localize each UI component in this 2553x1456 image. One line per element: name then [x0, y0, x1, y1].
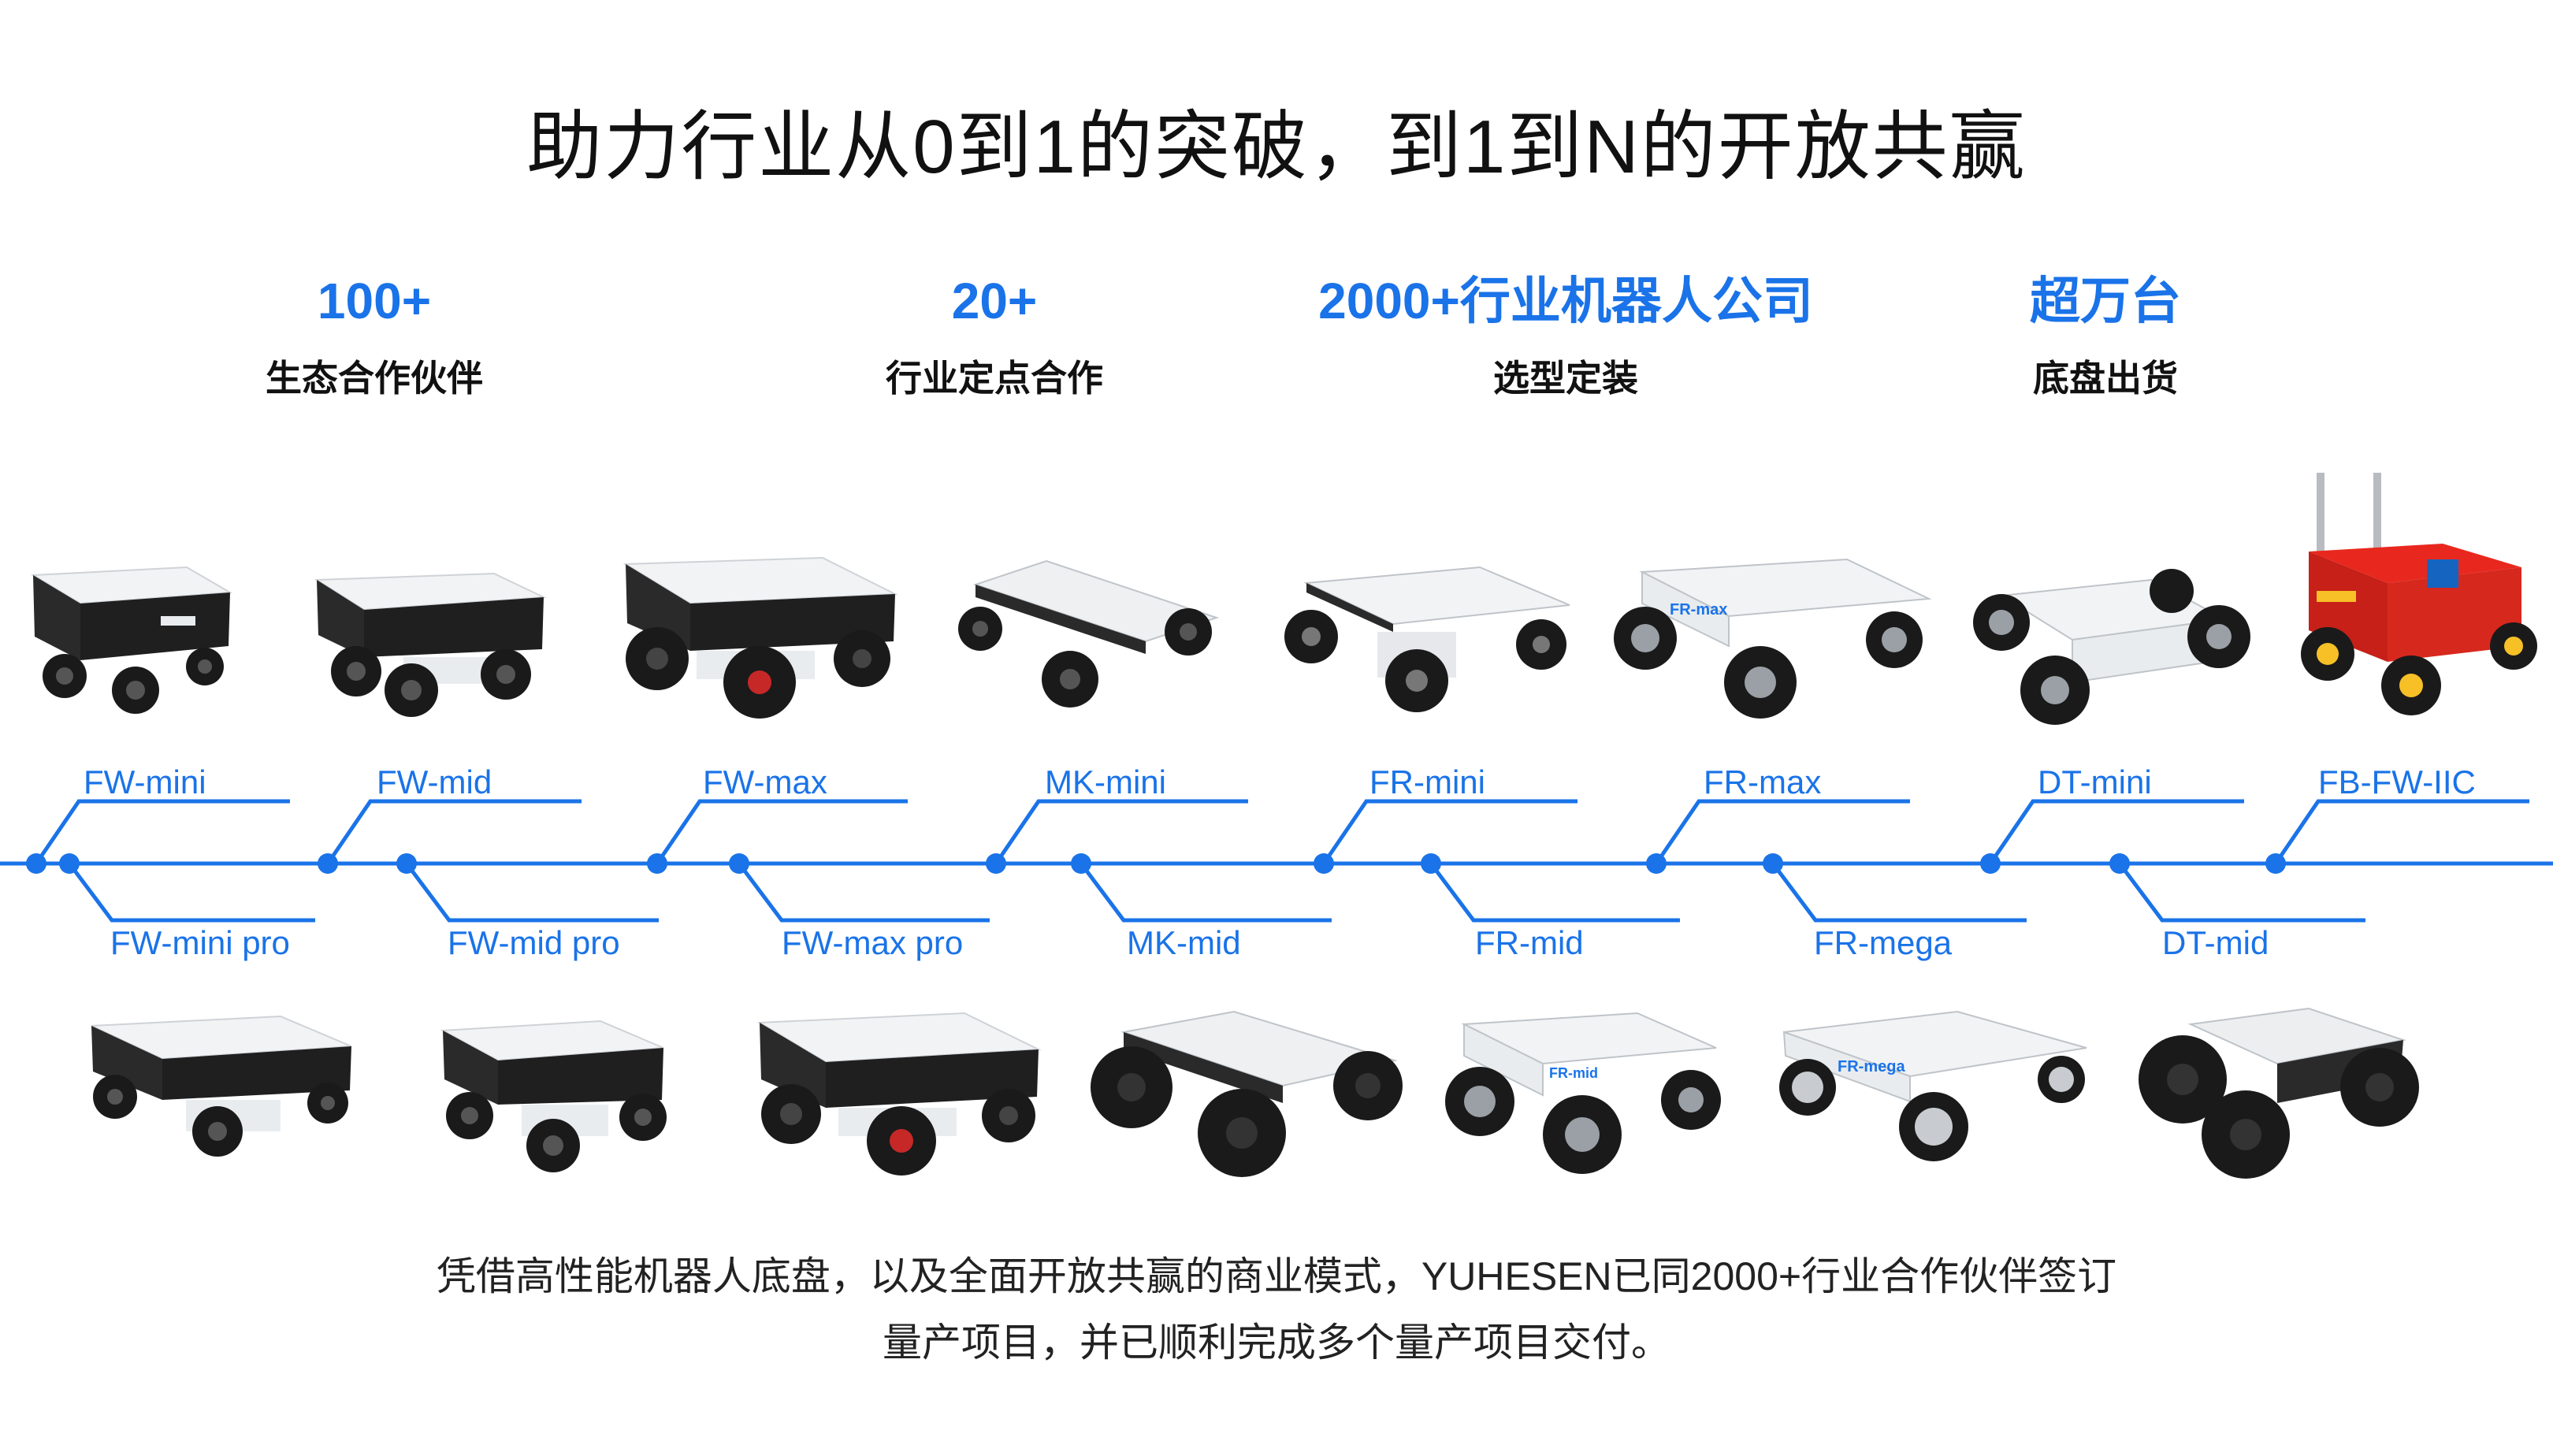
- stat-shipments: 超万台 底盘出货: [1830, 268, 2381, 402]
- model-label-fr-mid: FR-mid: [1475, 924, 1584, 961]
- model-label-mk-mid: MK-mid: [1127, 924, 1241, 961]
- stat-companies: 2000+行业机器人公司 选型定装: [1290, 268, 1841, 402]
- timeline-node: [396, 853, 417, 874]
- stat-partners: 100+ 生态合作伙伴: [98, 268, 650, 402]
- branch-dt-mid: [2118, 862, 2365, 923]
- branch-fb-fw-iic: [2273, 799, 2529, 865]
- model-label-dt-mid: DT-mid: [2162, 924, 2269, 961]
- stat-value: 100+: [317, 273, 432, 329]
- branch-fw-mini-pro: [68, 862, 315, 923]
- model-label-fr-mini: FR-mini: [1369, 763, 1485, 800]
- branch-fr-max: [1654, 799, 1910, 865]
- model-label-mk-mini: MK-mini: [1045, 763, 1166, 800]
- timeline-node: [647, 853, 667, 874]
- robot-fw-mini-image: [30, 566, 233, 714]
- timeline-node: [986, 853, 1006, 874]
- stat-value: 2000+行业机器人公司: [1318, 273, 1813, 329]
- model-label-fw-mini: FW-mini: [84, 763, 206, 800]
- robot-mk-mid-image: [1091, 1010, 1403, 1177]
- page-title: 助力行业从0到1的突破，到1到N的开放共赢: [526, 105, 2027, 189]
- timeline-node: [1314, 853, 1334, 874]
- branch-fw-mid: [325, 799, 582, 865]
- branch-fw-max: [655, 799, 908, 865]
- robot-fw-max-image: [622, 556, 898, 719]
- robot-dt-mini-image: [1973, 569, 2250, 725]
- model-label-fw-max-pro: FW-max pro: [782, 924, 964, 961]
- fr-mid-badge: FR-mid: [1549, 1065, 1598, 1081]
- stat-label: 底盘出货: [2033, 358, 2178, 399]
- stat-value: 超万台: [2030, 273, 2181, 329]
- robot-fr-mega-image: FR-mega: [1779, 1010, 2087, 1161]
- branch-fr-mini: [1321, 799, 1578, 865]
- timeline-node: [2109, 853, 2130, 874]
- fr-mega-badge: FR-mega: [1838, 1058, 1905, 1075]
- robot-fr-mini-image: [1284, 566, 1570, 712]
- robot-dt-mid-image: [2139, 1007, 2419, 1179]
- branch-dt-mini: [1988, 799, 2244, 865]
- branch-fw-mid-pro: [405, 862, 659, 923]
- stat-value: 20+: [951, 273, 1038, 329]
- model-label-dt-mini: DT-mini: [2038, 763, 2152, 800]
- timeline-node: [1763, 853, 1783, 874]
- branch-fr-mid: [1429, 862, 1680, 923]
- model-label-fb-fw-iic: FB-FW-IIC: [2318, 763, 2476, 800]
- timeline-node: [729, 853, 749, 874]
- timeline-node: [1421, 853, 1441, 874]
- model-label-fw-mini-pro: FW-mini pro: [110, 924, 290, 961]
- timeline-node: [59, 853, 80, 874]
- footer-line-1: 凭借高性能机器人底盘，以及全面开放共赢的商业模式，YUHESEN已同2000+行…: [436, 1254, 2117, 1298]
- stat-label: 选型定装: [1493, 358, 1638, 399]
- model-label-fr-max: FR-max: [1704, 763, 1822, 800]
- footer-line-2: 量产项目，并已顺利完成多个量产项目交付。: [883, 1320, 1670, 1365]
- timeline-node: [1071, 853, 1091, 874]
- robot-fw-mid-pro-image: [440, 1020, 667, 1172]
- robot-mk-mini-image: [958, 559, 1220, 708]
- model-label-fr-mega: FR-mega: [1814, 924, 1953, 961]
- timeline-node: [2265, 853, 2286, 874]
- stat-label: 行业定点合作: [886, 358, 1103, 399]
- model-label-fw-max: FW-max: [703, 763, 827, 800]
- stat-label: 生态合作伙伴: [266, 358, 483, 399]
- stat-cooperation: 20+ 行业定点合作: [719, 268, 1270, 402]
- model-label-fw-mid: FW-mid: [377, 763, 492, 800]
- branch-mk-mid: [1080, 862, 1332, 923]
- branch-mk-mini: [994, 799, 1248, 865]
- timeline-node: [1646, 853, 1667, 874]
- robot-fb-fw-iic-image: [2301, 473, 2537, 715]
- branch-fr-mega: [1771, 862, 2027, 923]
- fr-max-badge: FR-max: [1670, 601, 1727, 618]
- timeline-node: [1980, 853, 2001, 874]
- model-label-fw-mid-pro: FW-mid pro: [448, 924, 620, 961]
- footer-description: 凭借高性能机器人底盘，以及全面开放共赢的商业模式，YUHESEN已同2000+行…: [0, 1243, 2553, 1376]
- branch-fw-mini: [34, 799, 290, 865]
- timeline-node: [26, 853, 46, 874]
- timeline-node: [318, 853, 338, 874]
- robot-fr-max-image: FR-max: [1614, 558, 1932, 719]
- robot-fw-max-pro-image: [756, 1012, 1042, 1176]
- product-timeline: [0, 799, 2553, 923]
- robot-fr-mid-image: FR-mid: [1445, 1012, 1721, 1174]
- robot-fw-mid-image: [314, 572, 547, 717]
- branch-fw-max-pro: [738, 862, 990, 923]
- robot-fw-mini-pro-image: [91, 1015, 352, 1157]
